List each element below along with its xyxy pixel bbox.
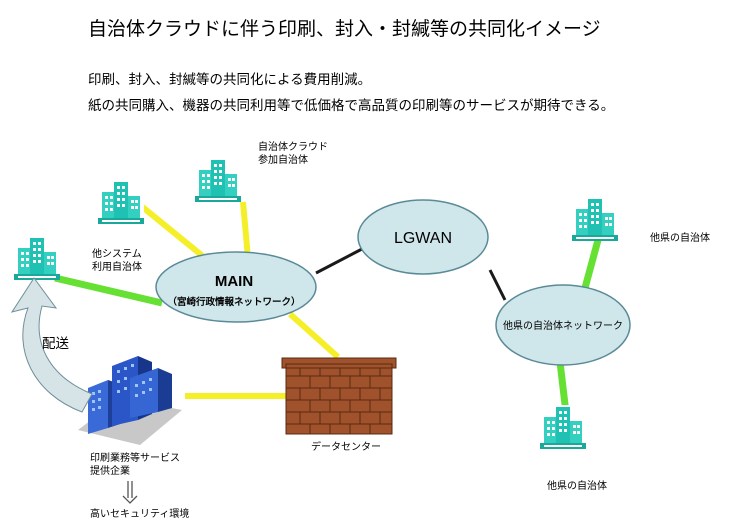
delivery-label: 配送	[42, 336, 69, 352]
other-system-label-line1: 他システム	[92, 247, 142, 260]
data-center-label: データセンター	[311, 440, 381, 453]
data-center-icon	[281, 357, 397, 435]
building-icon-other-pref-2	[540, 405, 586, 449]
link-cloud-participant-2	[240, 201, 251, 259]
other-pref-label-1: 他県の自治体	[650, 231, 710, 244]
link-otherpref-2	[556, 361, 570, 414]
lgwan-label: LGWAN	[394, 230, 452, 247]
link-other-system	[54, 274, 163, 307]
print-company-label-line1: 印刷業務等サービス	[90, 451, 180, 464]
link-cloud-participant-1	[138, 202, 212, 265]
building-icon-other-system	[14, 236, 60, 280]
page-title: 自治体クラウドに伴う印刷、封入・封緘等の共同化イメージ	[88, 18, 601, 40]
down-arrow-icon	[122, 481, 138, 504]
link-main-lgwan	[315, 247, 363, 275]
other-pref-network-label: 他県の自治体ネットワーク	[503, 319, 623, 332]
link-lgwan-otherpref	[488, 269, 507, 301]
lgwan-node	[357, 199, 489, 275]
cloud-participants-label-line2: 参加自治体	[258, 153, 308, 166]
print-company-label-line2: 提供企業	[90, 464, 130, 477]
main-label: MAIN	[215, 273, 253, 290]
other-pref-network-node	[495, 284, 631, 366]
cloud-participants-label-line1: 自治体クラウド	[258, 140, 328, 153]
building-icon-cloud-2	[195, 158, 241, 202]
print-company-building-icon	[78, 356, 182, 445]
other-system-label-line2: 利用自治体	[92, 260, 142, 273]
description-line-1: 印刷、封入、封緘等の共同化による費用削減。	[88, 72, 372, 88]
building-icon-other-pref-1	[572, 197, 618, 241]
delivery-arrow-icon	[10, 277, 93, 413]
description-line-2: 紙の共同購入、機器の共同利用等で低価格で高品質の印刷等のサービスが期待できる。	[88, 98, 615, 114]
security-label: 高いセキュリティ環境	[90, 507, 189, 520]
main-sublabel: （宮崎行政情報ネットワーク）	[167, 296, 300, 308]
link-otherpref-1	[581, 239, 602, 289]
link-main-datacenter	[287, 311, 341, 360]
other-pref-label-2: 他県の自治体	[547, 479, 607, 492]
main-network-node	[155, 251, 317, 323]
building-icon-cloud-1	[98, 180, 144, 224]
